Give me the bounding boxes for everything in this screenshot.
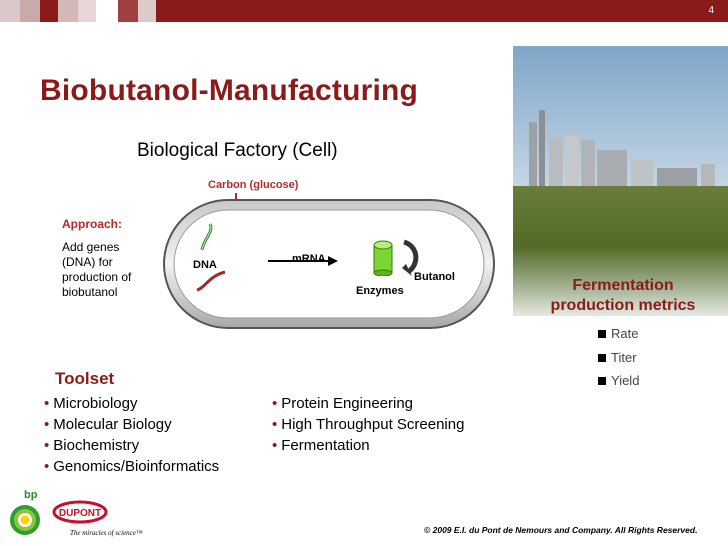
dna-strand-icon: [200, 223, 213, 251]
dna-strand-red-icon: [196, 270, 226, 292]
copyright-notice: © 2009 E.I. du Pont de Nemours and Compa…: [424, 525, 698, 535]
mrna-label: mRNA: [292, 253, 326, 265]
butanol-curl-icon: [402, 239, 419, 276]
toolset-label: Biochemistry: [53, 437, 140, 454]
toolset-label: Protein Engineering: [281, 395, 414, 412]
toolset-item: •Biochemistry: [44, 437, 139, 454]
approach-line: (DNA) for: [62, 255, 113, 269]
bullet: •: [272, 395, 278, 412]
metric-item: Titer: [598, 350, 637, 365]
slide-number: 4: [708, 5, 714, 16]
bullet: •: [44, 437, 50, 454]
dna-label: DNA: [193, 259, 217, 271]
dupont-tagline: The miracles of science™: [70, 529, 143, 537]
metrics-heading-line1: Fermentation: [572, 277, 674, 294]
toolset-label: Genomics/Bioinformatics: [53, 458, 220, 475]
top-bar: [0, 0, 728, 22]
slide-subtitle: Biological Factory (Cell): [137, 140, 338, 161]
bullet: •: [44, 395, 50, 412]
toolset-item: •Microbiology: [44, 395, 137, 412]
carbon-label: Carbon (glucose): [208, 179, 299, 191]
metric-label: Rate: [611, 326, 639, 341]
bullet: •: [272, 437, 278, 454]
enzyme-cylinder-icon: [373, 240, 393, 276]
toolset-label: Fermentation: [281, 437, 370, 454]
metrics-heading-line2: production metrics: [550, 297, 696, 314]
dna-to-mrna-arrow: [268, 256, 338, 266]
toolset-label: High Throughput Screening: [281, 416, 465, 433]
metric-item: Rate: [598, 326, 638, 341]
bp-logo-text: bp: [24, 489, 38, 501]
approach-line: production of: [62, 270, 132, 284]
approach-line: biobutanol: [62, 285, 118, 299]
toolset-label: Microbiology: [53, 395, 138, 412]
square-bullet-icon: [598, 353, 606, 362]
metric-label: Titer: [611, 350, 637, 365]
metrics-heading: Fermentation production metrics: [520, 276, 726, 316]
toolset-item: •High Throughput Screening: [272, 416, 464, 433]
toolset-heading: Toolset: [55, 369, 115, 388]
toolset-item: •Genomics/Bioinformatics: [44, 458, 219, 475]
square-bullet-icon: [598, 376, 606, 385]
toolset-item: •Protein Engineering: [272, 395, 413, 412]
dupont-logo-text: DUPONT: [59, 508, 101, 519]
bullet: •: [44, 458, 50, 475]
butanol-label: Butanol: [414, 271, 455, 283]
dupont-logo: DUPONT The miracles of science™: [52, 500, 143, 537]
refinery-cornfield-photo: [513, 46, 728, 466]
approach-text: Add genes (DNA) for production of biobut…: [62, 240, 162, 300]
approach-line: Add genes: [62, 240, 120, 254]
toolset-item: •Fermentation: [272, 437, 370, 454]
toolset-item: •Molecular Biology: [44, 416, 172, 433]
toolset-label: Molecular Biology: [53, 416, 172, 433]
square-bullet-icon: [598, 329, 606, 338]
metric-label: Yield: [611, 373, 640, 388]
bullet: •: [272, 416, 278, 433]
approach-heading: Approach:: [62, 217, 122, 231]
enzymes-label: Enzymes: [356, 285, 404, 297]
bullet: •: [44, 416, 50, 433]
metric-item: Yield: [598, 373, 639, 388]
slide-title: Biobutanol-Manufacturing: [40, 74, 419, 107]
bp-logo: bp: [10, 489, 40, 535]
